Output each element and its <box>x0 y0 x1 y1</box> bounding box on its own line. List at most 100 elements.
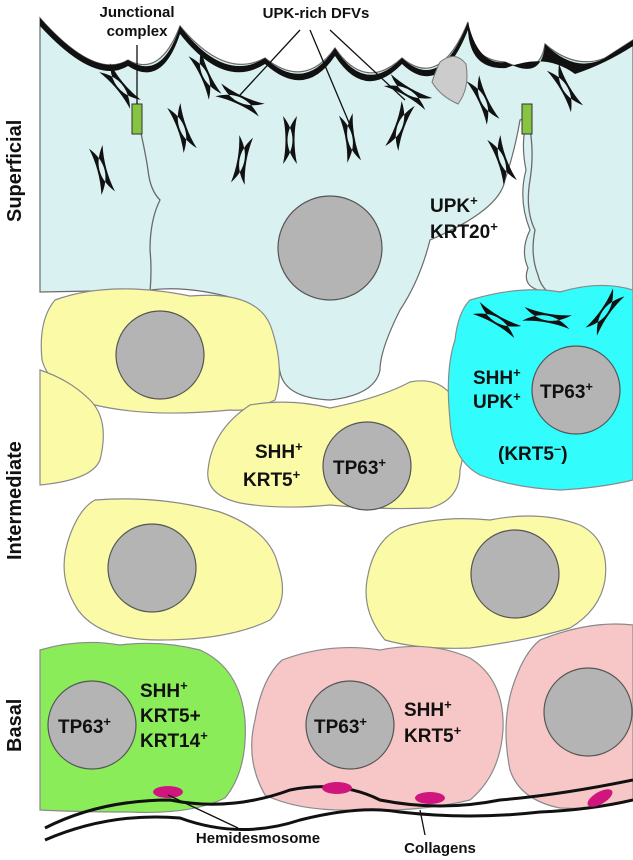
layer-label-superficial: Superficial <box>4 120 26 222</box>
intermediate-nucleus <box>470 529 560 619</box>
marker-text: KRT14 <box>140 731 201 752</box>
cell-border <box>527 117 549 293</box>
dfv-vesicle <box>472 301 522 339</box>
superficial-marker-1: UPK+ <box>430 193 478 217</box>
dfv-callout-line <box>309 29 351 126</box>
cyan-nucleus-marker: TP63+ <box>540 379 593 403</box>
dfv-vesicle <box>338 113 362 163</box>
dfv-vesicle <box>487 135 517 185</box>
marker-text: TP63 <box>314 717 359 738</box>
intermediate-nucleus <box>107 523 197 613</box>
dfv-vesicle <box>546 63 584 113</box>
junctional-complex <box>131 103 143 135</box>
yellow-nucleus-marker: TP63+ <box>333 455 386 479</box>
hemidesmosome <box>587 789 613 807</box>
hemidesmosome <box>322 782 352 794</box>
basement-membrane <box>44 778 633 842</box>
hemidesmosome <box>415 792 445 804</box>
basal-pink-nucleus <box>305 680 395 770</box>
top-callouts <box>136 29 406 126</box>
basal-pink-nucleus <box>543 667 633 757</box>
marker-sup: + <box>585 379 593 394</box>
dfv-vesicles <box>89 50 584 195</box>
dfv-vesicle <box>89 145 115 195</box>
green-marker-2: KRT5+ <box>140 706 201 727</box>
hemidesmosome <box>153 786 183 798</box>
fusing-vesicle <box>431 56 468 105</box>
marker-text: TP63 <box>58 717 103 738</box>
dfv-vesicle <box>466 75 500 125</box>
yellow-marker-2: KRT5+ <box>243 467 301 491</box>
superficial-marker-2: KRT20+ <box>430 219 498 243</box>
marker-text: SHH <box>473 368 513 389</box>
marker-sup: + <box>513 365 521 380</box>
marker-sup: + <box>103 714 111 729</box>
collagens-callout-line <box>419 809 426 836</box>
marker-text: KRT20 <box>430 222 490 243</box>
marker-sup: + <box>454 723 462 738</box>
green-nucleus-marker: TP63+ <box>58 714 111 738</box>
intermediate-cyan-nucleus <box>531 345 621 435</box>
junctional-label: Junctional <box>99 4 174 21</box>
marker-sup: + <box>490 219 498 234</box>
marker-text: SHH <box>255 442 295 463</box>
basal-green-nucleus <box>47 680 137 770</box>
cell-border <box>137 119 161 293</box>
dfv-vesicle <box>167 103 197 153</box>
dfv-vesicle <box>385 101 415 151</box>
marker-sup: + <box>378 455 386 470</box>
marker-text: ) <box>561 444 567 465</box>
dfv-vesicle <box>383 73 433 111</box>
dfvs-label: UPK-rich DFVs <box>263 5 370 22</box>
layer-label-intermediate: Intermediate <box>4 441 26 560</box>
marker-sup: + <box>513 389 521 404</box>
collagen-fiber <box>44 798 633 842</box>
dfv-vesicle <box>283 116 297 164</box>
marker-text: SHH <box>140 681 180 702</box>
layer-label-basal: Basal <box>4 699 26 752</box>
cyan-krt5-note: (KRT5–) <box>498 441 568 465</box>
marker-text: UPK <box>473 392 513 413</box>
marker-sup: + <box>359 714 367 729</box>
marker-sup: – <box>554 441 561 456</box>
green-marker-1: SHH+ <box>140 678 188 702</box>
dfv-vesicle <box>215 83 265 117</box>
pink-marker-1: SHH+ <box>404 697 452 721</box>
dfv-vesicle <box>522 306 572 330</box>
marker-text: KRT5 <box>404 726 454 747</box>
superficial-layer <box>39 16 633 401</box>
marker-sup: + <box>293 467 301 482</box>
dfv-callout-line <box>329 29 406 101</box>
labels: Superficial Intermediate Basal Junctiona… <box>4 4 593 857</box>
marker-text: SHH <box>404 700 444 721</box>
dfv-vesicle <box>230 135 254 185</box>
marker-sup: + <box>444 697 452 712</box>
marker-text: KRT5 <box>243 470 293 491</box>
pink-marker-2: KRT5+ <box>404 723 462 747</box>
marker-text: UPK <box>430 196 470 217</box>
dfv-vesicle <box>188 50 222 100</box>
collagens-label: Collagens <box>404 840 476 857</box>
basal-layer <box>39 623 633 814</box>
yellow-marker-1: SHH+ <box>255 439 303 463</box>
marker-sup: + <box>200 728 208 743</box>
intermediate-layer <box>39 284 633 649</box>
pink-nucleus-marker: TP63+ <box>314 714 367 738</box>
marker-text: (KRT5 <box>498 444 554 465</box>
marker-text: TP63 <box>333 458 378 479</box>
hemidesmosome-label: Hemidesmosome <box>196 830 320 847</box>
intermediate-nucleus <box>322 421 412 511</box>
cyan-marker-2: UPK+ <box>473 389 521 413</box>
intermediate-cell <box>39 369 104 486</box>
junctional-label-line2: complex <box>107 23 169 40</box>
hemidesmosome-callout-line <box>167 794 239 829</box>
marker-sup: + <box>470 193 478 208</box>
dfv-callout-line <box>239 29 301 96</box>
cyan-marker-1: SHH+ <box>473 365 521 389</box>
superficial-nucleus <box>277 195 383 301</box>
green-marker-3: KRT14+ <box>140 728 208 752</box>
junctional-complex <box>521 103 533 135</box>
marker-sup: + <box>295 439 303 454</box>
marker-sup: + <box>180 678 188 693</box>
